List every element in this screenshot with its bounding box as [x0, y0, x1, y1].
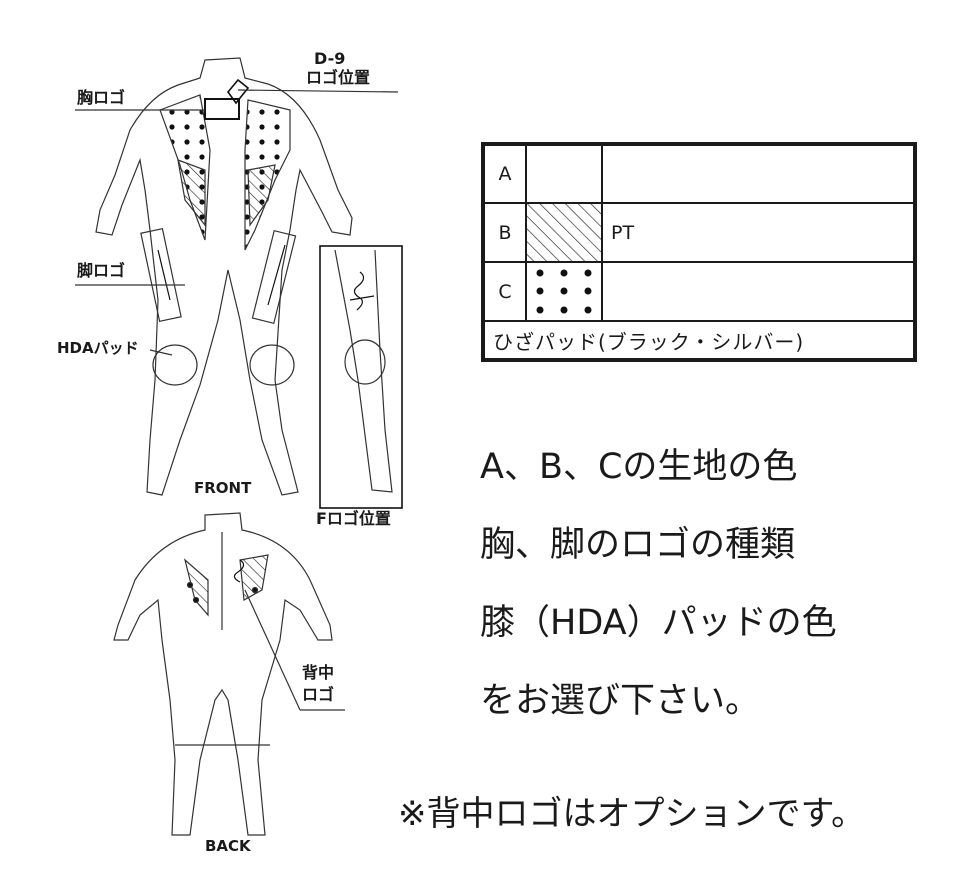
- back-logo-label-line2: ロゴ: [302, 685, 335, 704]
- leg-logo-label: 脚ロゴ: [77, 261, 126, 280]
- fabric-legend-table: A B PT C ひざパッド(ブラック・シルバー): [481, 142, 917, 362]
- instruction-line-1: A、B、Cの生地の色: [480, 447, 798, 487]
- chest-logo-label: 胸ロゴ: [77, 88, 126, 107]
- back-logo-option-note: ※背中ロゴはオプションです。: [398, 794, 866, 834]
- legend-swatch-hatch: [525, 202, 603, 263]
- hda-pad-label: HDAパッド: [57, 339, 139, 357]
- legend-row-c: C: [482, 261, 916, 322]
- front-suit: [75, 57, 399, 496]
- back-suit: [113, 512, 345, 836]
- f-logo-detail: [319, 245, 403, 509]
- legend-key-c: C: [482, 261, 527, 322]
- legend-name-b: PT: [601, 202, 916, 263]
- legend-key-a: A: [482, 143, 527, 204]
- legend-footer-row: ひざパッド(ブラック・シルバー): [482, 320, 916, 361]
- instruction-line-3: 膝（HDA）パッドの色: [480, 603, 837, 643]
- legend-row-b: B PT: [482, 202, 916, 263]
- instruction-line-4: をお選び下さい。: [480, 681, 761, 721]
- legend-swatch-dots: [525, 261, 603, 322]
- knee-pad-note: ひざパッド(ブラック・シルバー): [482, 320, 916, 361]
- d9-sub-label: ロゴ位置: [306, 68, 371, 87]
- back-logo-label-line1: 背中: [302, 663, 335, 682]
- legend-key-b: B: [482, 202, 527, 263]
- d9-label: D-9: [314, 49, 346, 68]
- legend-name-c: [601, 261, 916, 322]
- instruction-line-2: 胸、脚のロゴの種類: [480, 525, 796, 565]
- back-label: BACK: [205, 837, 251, 855]
- f-logo-position-label: Fロゴ位置: [316, 509, 391, 528]
- legend-name-a: [601, 143, 916, 204]
- front-label: FRONT: [194, 479, 252, 497]
- legend-swatch-plain: [525, 143, 603, 204]
- legend-row-a: A: [482, 143, 916, 204]
